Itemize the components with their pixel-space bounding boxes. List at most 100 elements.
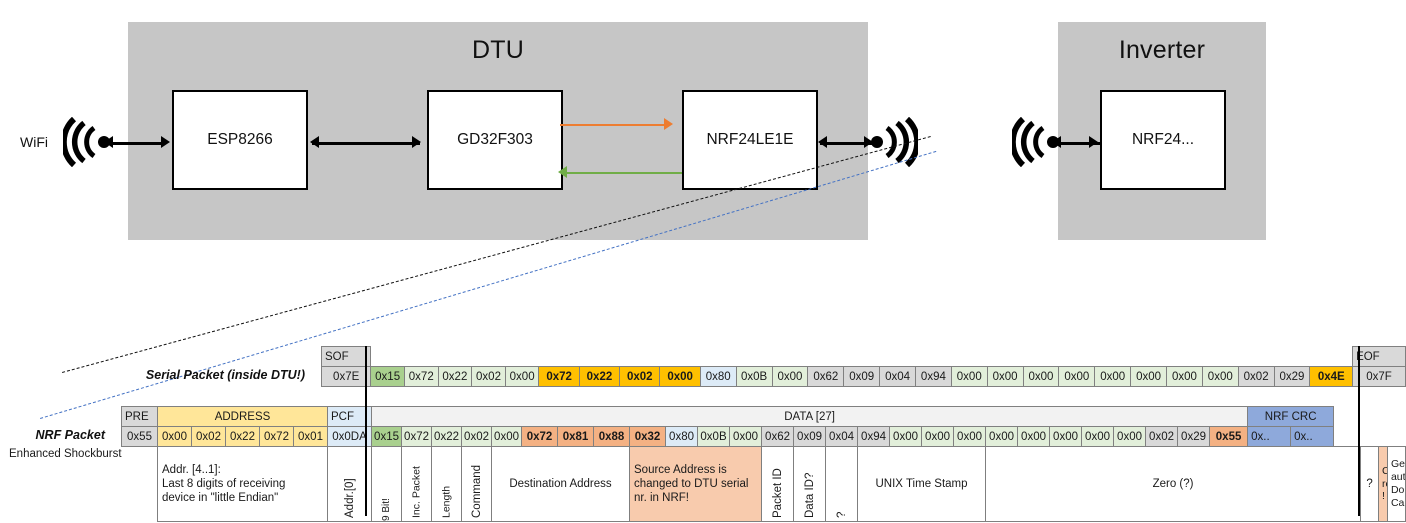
eof-value: 0x7F	[1352, 366, 1406, 387]
arrowhead-left	[104, 136, 113, 148]
annotation-nrfcrc-line2: automatically.	[1390, 471, 1406, 484]
arrow-antenna-inverter	[1058, 142, 1100, 145]
chip-label: GD32F303	[457, 131, 533, 148]
annotation-nrfcrc-line3: Dont Care!	[1390, 484, 1405, 509]
nrf-byte: 0x00	[491, 426, 523, 447]
annotation-crc8-line3: !	[1382, 490, 1385, 503]
nrf-byte: 0x81	[557, 426, 595, 447]
pcf-value: 0x0DA	[327, 426, 373, 447]
annotation-spacer	[122, 447, 158, 522]
annotation-packet-id: Packet ID	[761, 446, 794, 522]
arrowhead-left	[1052, 136, 1061, 148]
annotation-nrfcrc-line1: Generated	[1390, 458, 1405, 471]
nrf-byte: 0x00	[889, 426, 923, 447]
arrowhead-right	[161, 136, 170, 148]
address-byte: 0x00	[157, 426, 192, 447]
annotation-address: Addr. [4..1]: Last 8 digits of receiving…	[156, 446, 329, 522]
nrf-annotation-row: Addr. [4..1]: Last 8 digits of receiving…	[122, 446, 1406, 522]
wifi-antenna-icon	[866, 117, 918, 167]
dtu-title: DTU	[472, 36, 524, 64]
serial-byte: 0x00	[1201, 366, 1239, 387]
arrowhead-right	[864, 136, 873, 148]
eof-header: EOF	[1352, 346, 1406, 367]
serial-byte: 0x02	[471, 366, 506, 387]
inverter-title: Inverter	[1118, 36, 1206, 64]
nrf-value-row: 0x55 0x00 0x02 0x22 0x72 0x01 0x0DA 0x15…	[121, 426, 1406, 447]
nrf-byte: 0x15	[371, 426, 403, 447]
spacer-cell	[371, 347, 1353, 367]
annotation-unknown-1: ?	[825, 446, 858, 522]
serial-byte: 0x00	[1165, 366, 1203, 387]
nrf-byte: 0x55	[1209, 426, 1249, 447]
nrf-byte: 0x0B	[697, 426, 731, 447]
serial-byte: 0x00	[986, 366, 1024, 387]
nrf-packet-sublabel: Enhanced Shockburst	[9, 448, 122, 460]
alignment-line-left	[365, 346, 367, 516]
serial-byte: 0x02	[1237, 366, 1275, 387]
chip-label: NRF24LE1E	[706, 131, 794, 148]
annotation-unknown-2: ?	[1360, 446, 1379, 522]
nrf-group-header-row: PRE ADDRESS PCF DATA [27] NRF CRC	[121, 406, 1406, 427]
nrf-packet-label: NRF Packet	[35, 428, 105, 442]
nrf-byte: 0x02	[1145, 426, 1179, 447]
alignment-line-right	[1358, 346, 1360, 516]
chip-gd32f303: GD32F303	[427, 90, 563, 190]
serial-packet-table: SOF EOF 0x7E 0x15 0x72 0x22 0x02 0x00 0x…	[320, 346, 1406, 387]
arrowhead-right	[1089, 136, 1098, 148]
chip-esp8266: ESP8266	[172, 90, 308, 190]
annotation-pcf-inc-packet: Inc. Packet	[401, 446, 432, 522]
nrf-byte: 0x72	[521, 426, 559, 447]
wifi-label: WiFi	[20, 134, 48, 150]
nrf-byte: 0x00	[953, 426, 987, 447]
serial-byte: 0x22	[578, 366, 621, 387]
serial-header-row: SOF EOF	[320, 346, 1406, 367]
serial-byte: 0x00	[771, 366, 809, 387]
annotation-nrf-crc: Generated automatically. Dont Care!	[1386, 446, 1406, 522]
chip-label: NRF24...	[1131, 131, 1194, 148]
serial-byte: 0x22	[437, 366, 473, 387]
arrowhead-left-green	[558, 166, 567, 178]
annotation-unix-timestamp: UNIX Time Stamp	[857, 446, 987, 522]
serial-byte: 0x94	[914, 366, 952, 387]
serial-byte: 0x0B	[735, 366, 773, 387]
address-byte: 0x72	[259, 426, 294, 447]
serial-byte: 0x02	[619, 366, 661, 387]
annotation-address-line3: device in "little Endian"	[162, 492, 279, 504]
serial-byte: 0x00	[1094, 366, 1132, 387]
annotation-source-address: Source Address is changed to DTU serial …	[629, 446, 763, 522]
arrowhead-right-orange	[664, 118, 673, 130]
serial-byte: 0x15	[370, 366, 405, 387]
arrowhead-right	[412, 136, 421, 148]
annotation-data-id: Data ID?	[793, 446, 826, 522]
nrf-byte: 0x29	[1177, 426, 1211, 447]
serial-byte: 0x00	[950, 366, 988, 387]
nrf-byte: 0x32	[629, 426, 667, 447]
nrf-packet-table: PRE ADDRESS PCF DATA [27] NRF CRC 0x55 0…	[121, 406, 1406, 522]
nrf-byte: 0x22	[431, 426, 463, 447]
annotation-pcf: 9 Bit!	[371, 446, 402, 522]
sof-header: SOF	[320, 346, 372, 367]
nrf-byte: 0x04	[825, 426, 859, 447]
serial-packet-label: Serial Packet (inside DTU!)	[145, 368, 305, 382]
data-group-header: DATA [27]	[371, 406, 1249, 427]
nrf-byte: 0x80	[665, 426, 699, 447]
nrf-byte: 0x02	[461, 426, 493, 447]
chip-label: ESP8266	[207, 131, 273, 148]
nrf-byte: 0x00	[1113, 426, 1147, 447]
nrf-byte: 0x09	[793, 426, 827, 447]
annotation-pcf-line1: 9 Bit!	[380, 498, 392, 521]
serial-byte: 0x09	[843, 366, 881, 387]
serial-byte: 0x62	[807, 366, 845, 387]
nrf-byte: 0x00	[1049, 426, 1083, 447]
annotation-zero: Zero (?)	[985, 446, 1362, 522]
annotation-pcf-length: Length	[431, 446, 462, 522]
annotation-source-line1: Source Address is	[634, 463, 727, 476]
chip-nrf24: NRF24...	[1100, 90, 1226, 190]
pcf-group-header: PCF	[327, 406, 373, 427]
address-byte: 0x02	[191, 426, 226, 447]
annotation-source-line2: changed to DTU serial	[634, 477, 749, 490]
nrf-byte: 0x00	[729, 426, 763, 447]
serial-byte: 0x00	[1058, 366, 1096, 387]
annotation-command: Command	[461, 446, 492, 522]
serial-byte: 0x00	[1130, 366, 1167, 387]
